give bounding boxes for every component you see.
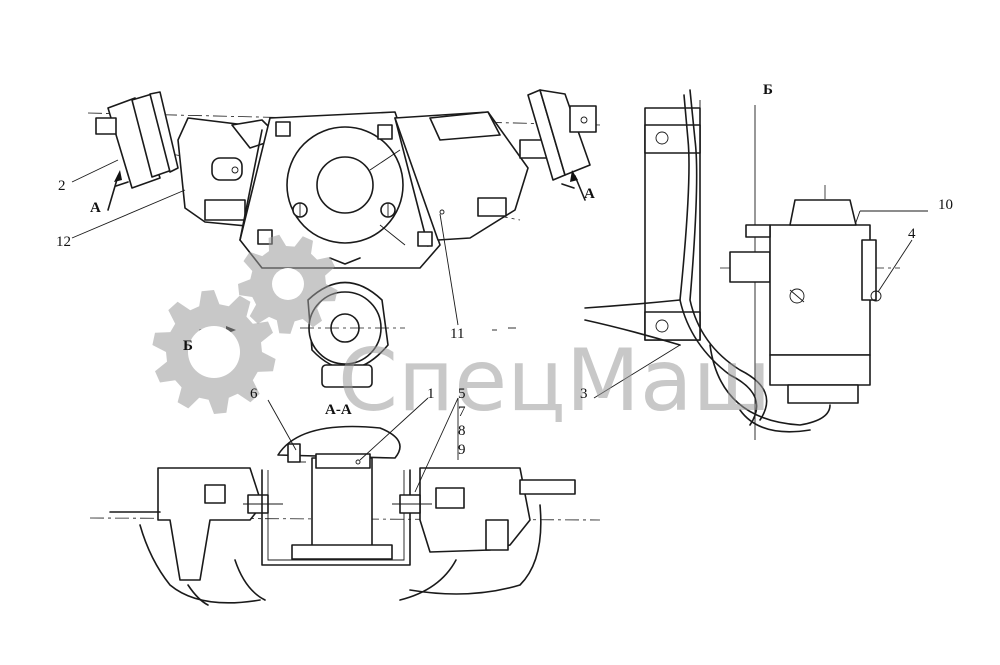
device-10 — [729, 199, 882, 404]
section-aa-body — [300, 281, 405, 388]
labels: 2 12 А А Б Б А-А 11 10 4 3 6 1 5 7 8 9 — [56, 82, 953, 458]
watermark-gear-large — [152, 290, 276, 414]
central-cup — [261, 425, 411, 566]
callout-3: 3 — [580, 386, 588, 402]
callout-1: 1 — [427, 386, 435, 402]
view-b-title: Б — [763, 82, 773, 98]
callout-4: 4 — [908, 226, 916, 242]
callout-5: 5 — [458, 386, 466, 402]
view-b — [584, 89, 900, 440]
callout-2: 2 — [58, 178, 66, 194]
callout-11: 11 — [450, 326, 464, 342]
right-mount — [392, 467, 576, 601]
callout-9: 9 — [458, 442, 466, 458]
watermark-text: СпецМаш — [338, 331, 771, 431]
right-gearbox-housing — [394, 111, 529, 241]
central-housing — [239, 111, 441, 269]
left-mount — [109, 467, 283, 606]
section-aa-title: А-А — [325, 402, 352, 418]
section-mark-a-left: А — [90, 200, 101, 216]
callout-8: 8 — [458, 423, 466, 439]
callout-7: 7 — [458, 404, 466, 420]
right-flange — [519, 89, 597, 181]
watermark: СпецМаш — [152, 234, 771, 431]
top-assembly-view — [87, 89, 601, 388]
callout-6: 6 — [250, 386, 258, 402]
callout-12: 12 — [56, 234, 71, 250]
bottom-assembly-view — [89, 425, 601, 606]
section-mark-b-arrow: Б — [183, 338, 193, 354]
section-mark-a-right: А — [584, 186, 595, 202]
left-flange — [95, 91, 179, 189]
callout-10: 10 — [938, 197, 953, 213]
watermark-gear-small — [238, 234, 338, 334]
